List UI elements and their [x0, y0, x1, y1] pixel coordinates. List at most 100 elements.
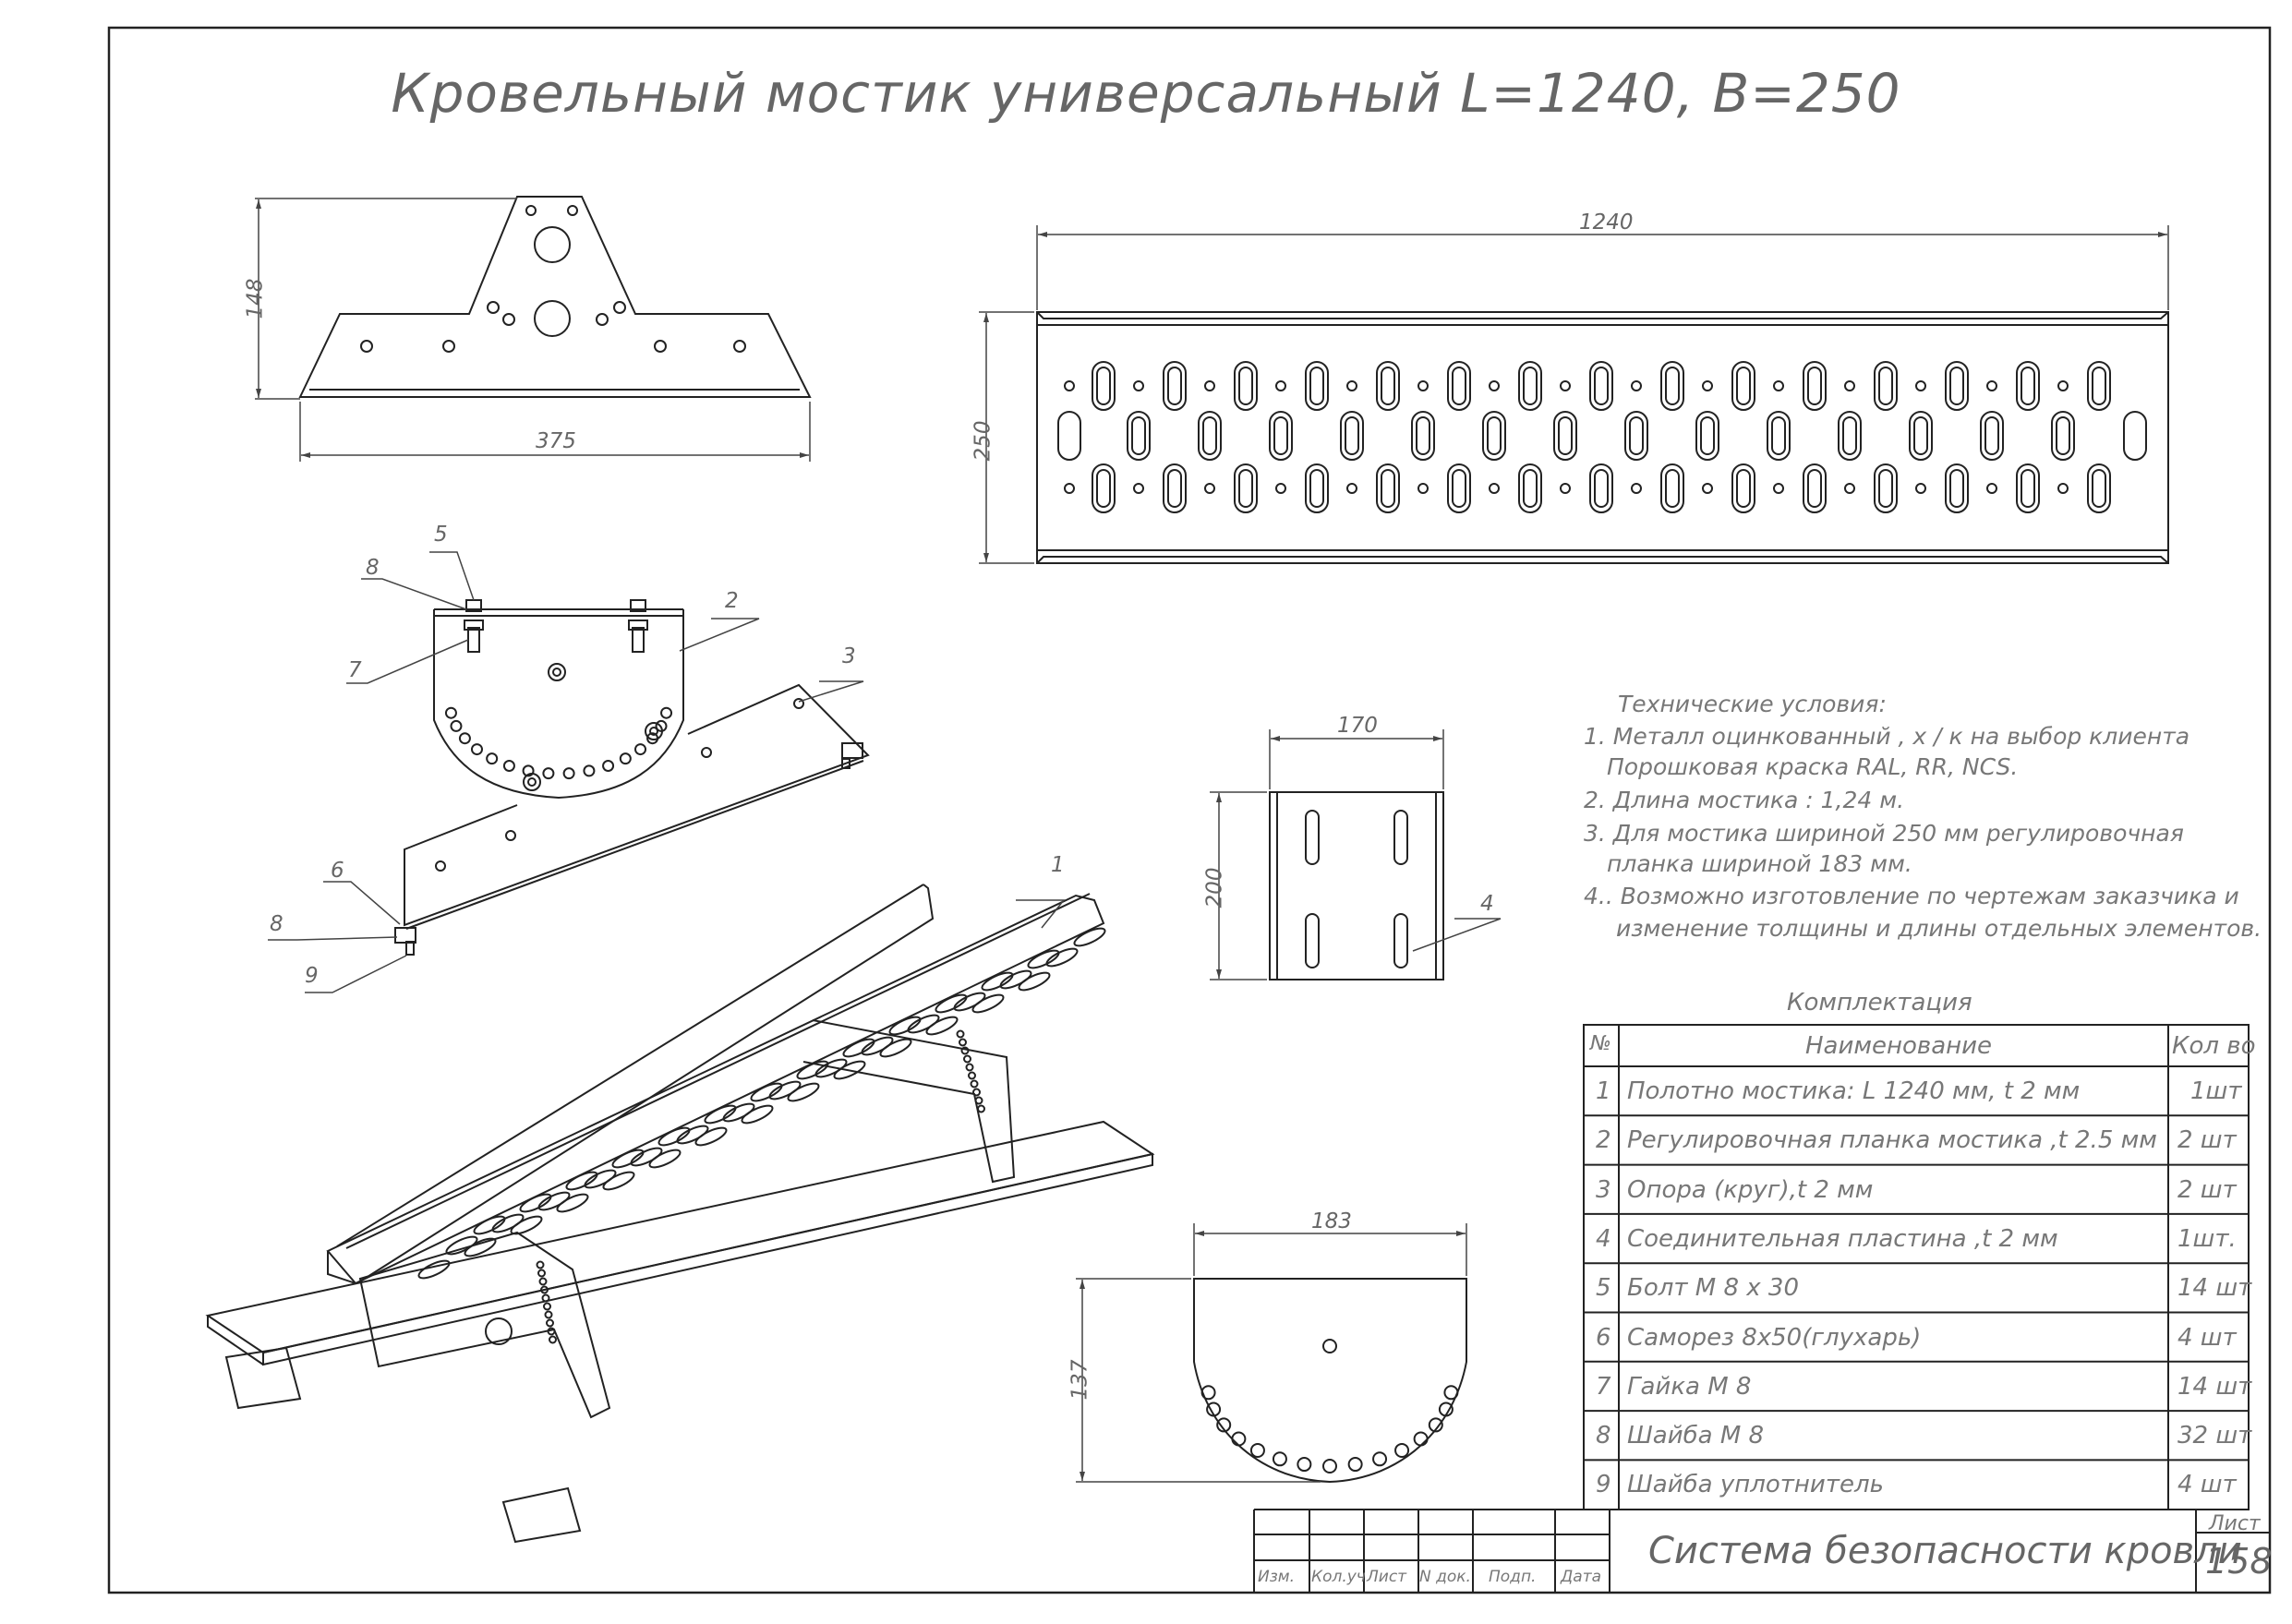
plate-hole: [1986, 380, 1997, 391]
iso-slot: [814, 1058, 848, 1078]
disk-hole: [458, 732, 471, 745]
iso-hole: [537, 1269, 546, 1278]
iso-slot: [722, 1102, 755, 1123]
disk-hole: [486, 752, 499, 765]
plate-slot-inner: [1700, 416, 1715, 455]
iso-slot: [741, 1104, 774, 1125]
adjusting-disk-view: [1193, 1278, 1467, 1484]
adjusting-hole: [1297, 1457, 1312, 1473]
plate-hole: [1417, 483, 1429, 494]
iso-slot: [768, 1080, 802, 1101]
plate-slot: [1340, 411, 1364, 461]
iso-hole: [963, 1054, 971, 1064]
iso-slot: [1045, 947, 1079, 968]
plate-slot: [1695, 411, 1719, 461]
disk-hole: [619, 752, 632, 765]
plate-slot-inner: [1381, 367, 1395, 405]
tech-line-2: Порошковая краска RAL, RR, NCS.: [1607, 753, 2019, 780]
plate-hole: [1702, 483, 1713, 494]
iso-support-holes-front: [536, 1260, 557, 1344]
iso-hole: [536, 1260, 545, 1269]
dim-label-250: 250: [971, 420, 995, 462]
plate-slot: [1945, 361, 1969, 411]
bom-row-qty: 2 шт: [2177, 1175, 2237, 1204]
disk-hole: [444, 706, 457, 719]
plate-slot-inner: [1594, 469, 1609, 508]
bom-row-qty: 14 шт: [2177, 1274, 2252, 1303]
plate-hole: [1133, 380, 1144, 391]
plate-slot-inner: [1949, 367, 1964, 405]
plate-slot: [1980, 411, 2004, 461]
plate-slot-inner: [1771, 416, 1786, 455]
plate-hole: [1986, 483, 1997, 494]
iso-slot: [935, 993, 968, 1014]
callout-3: 3: [842, 644, 856, 668]
iso-slot: [999, 969, 1032, 990]
plate-slot: [1945, 463, 1969, 513]
plate-slot: [2051, 411, 2075, 461]
plate-slot: [1553, 411, 1577, 461]
callout-8b: 8: [270, 912, 283, 936]
plate-slot: [2087, 361, 2111, 411]
plate-hole: [1844, 483, 1855, 494]
callout-4: 4: [1480, 892, 1494, 916]
plate-slot: [1447, 463, 1471, 513]
bom-row-num: 1: [1596, 1077, 1611, 1105]
plate-slot-inner: [1523, 367, 1538, 405]
iso-slot: [907, 1014, 940, 1034]
plate-slot: [1589, 463, 1613, 513]
iso-hole: [956, 1029, 965, 1039]
plate-hole: [1631, 380, 1642, 391]
bridge-plate-top-view: [1036, 311, 2169, 564]
plate-slot: [1163, 361, 1187, 411]
iso-slot: [694, 1126, 728, 1147]
bom-header-num: №: [1590, 1032, 1611, 1055]
iso-hole: [544, 1310, 553, 1319]
bom-table-lines: [1583, 1024, 2250, 1510]
plate-hole: [1489, 380, 1500, 391]
plate-slot: [1589, 361, 1613, 411]
callout-1: 1: [1051, 853, 1065, 877]
plate-hole: [1702, 380, 1713, 391]
plate-slot-inner: [1558, 416, 1573, 455]
iso-hole: [968, 1071, 976, 1080]
plate-slot: [1874, 463, 1898, 513]
iso-slot: [953, 992, 986, 1012]
plate-hole: [1346, 483, 1357, 494]
plate-slot: [1057, 411, 1081, 461]
plate-slot: [2123, 411, 2147, 461]
plate-hole: [1064, 380, 1075, 391]
disk-hole: [522, 764, 535, 777]
plate-hole: [1773, 483, 1784, 494]
dim-lines-support: [255, 198, 811, 462]
tb-system-name: Система безопасности кровли: [1648, 1530, 2242, 1572]
adjusting-hole: [1231, 1431, 1247, 1447]
disk-hole: [655, 719, 668, 732]
plate-hole: [1204, 483, 1215, 494]
callout-6: 6: [331, 859, 344, 883]
plate-slot: [1838, 411, 1862, 461]
bom-row-num: 8: [1596, 1422, 1611, 1450]
bom-header-qty: Кол во: [2172, 1032, 2256, 1060]
tb-label-data: Дата: [1561, 1568, 1602, 1586]
plate-slot: [2016, 361, 2040, 411]
plate-hole: [1844, 380, 1855, 391]
iso-slot: [971, 993, 1005, 1014]
plate-slot: [1518, 463, 1542, 513]
plate-slot-inner: [2092, 367, 2106, 405]
iso-hole: [965, 1063, 974, 1072]
iso-hole: [541, 1293, 550, 1303]
plate-slot: [1305, 361, 1329, 411]
plate-slot: [1909, 411, 1933, 461]
adjusting-hole: [1206, 1401, 1222, 1417]
tb-label-list: Лист: [1367, 1568, 1407, 1586]
tech-conditions-heading: Технические условия:: [1618, 691, 1887, 717]
tech-line-5: планка шириной 183 мм.: [1607, 850, 1912, 877]
connecting-plate: [1269, 791, 1444, 980]
iso-hole: [974, 1096, 983, 1105]
adjusting-hole: [1249, 1442, 1265, 1458]
tech-line-3: 2. Длина мостика : 1,24 м.: [1584, 787, 1905, 813]
plate-slot-inner: [1309, 469, 1324, 508]
plate-slot: [1127, 411, 1151, 461]
